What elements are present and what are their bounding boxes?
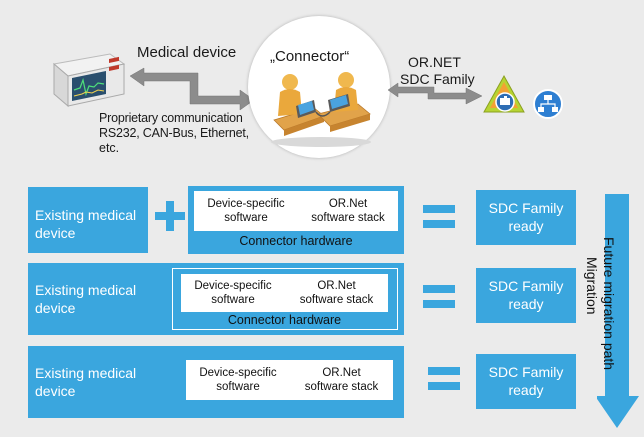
row3-device-line2: device [35, 383, 76, 399]
equals-icon [423, 205, 455, 229]
row2-device-line2: device [35, 300, 76, 316]
row1-result-box: SDC Family ready [476, 190, 576, 245]
migration-label: Migration [584, 257, 600, 315]
plus-icon [155, 201, 185, 231]
future-path-label: Future migration path [601, 237, 617, 371]
row2-left-line1: Device-specific [194, 280, 272, 292]
row2-device-line1: Existing medical [35, 282, 137, 298]
medical-device-label: Medical device [137, 44, 237, 61]
row3-software-box: Device-specific software OR.Net software… [186, 360, 393, 400]
row2-left-line2: software [211, 294, 255, 306]
equals-icon [423, 285, 455, 309]
row2-container-box: Existing medical device Device-specific … [28, 263, 404, 335]
row1-device-line1: Existing medical [35, 207, 137, 223]
connector-label: „Connector“ [270, 48, 350, 65]
row2-connector-outline: Device-specific software OR.Net software… [172, 268, 398, 330]
row3-right-line2: software stack [304, 381, 379, 393]
row2-right-line2: software stack [299, 294, 374, 306]
row3-left-line2: software [216, 381, 260, 393]
row3-right-line1: OR.Net [322, 367, 361, 379]
row2-result-box: SDC Family ready [476, 268, 576, 323]
ornet-network-icon [483, 74, 563, 119]
row1-device-line2: device [35, 225, 76, 241]
row3-result-box: SDC Family ready [476, 354, 576, 409]
row1-left-line2: software [224, 212, 268, 224]
row3-device-line1: Existing medical [35, 365, 137, 381]
proprietary-line2: RS232, CAN-Bus, Ethernet, [99, 126, 249, 140]
device-connector-arrow [129, 67, 255, 111]
row1-result-line1: SDC Family [488, 200, 564, 216]
equals-icon [428, 367, 460, 391]
row1-software-box: Device-specific software OR.Net software… [194, 191, 398, 231]
ornet-line1: OR.NET [408, 54, 461, 70]
row1-right-line1: OR.Net [328, 198, 368, 210]
proprietary-line1: Proprietary communication [99, 111, 243, 125]
row1-right-line2: software stack [311, 212, 385, 224]
row3-result-line1: SDC Family [488, 364, 564, 380]
row1-left-line1: Device-specific [207, 198, 285, 210]
row2-right-line1: OR.Net [317, 280, 356, 292]
row1-result-line2: ready [508, 218, 544, 234]
row2-software-box: Device-specific software OR.Net software… [181, 274, 388, 312]
row3-result-line2: ready [508, 382, 544, 398]
row3-container-box: Existing medical device Device-specific … [28, 346, 404, 418]
migration-arrow [597, 194, 639, 428]
proprietary-line3: etc. [99, 141, 120, 155]
row2-result-line1: SDC Family [488, 278, 564, 294]
patient-monitor-icon [52, 53, 126, 108]
row1-device-box: Existing medical device [28, 187, 148, 253]
row3-left-line1: Device-specific [199, 367, 277, 379]
row2-result-line2: ready [508, 296, 544, 312]
connector-figures-icon [271, 72, 371, 147]
connector-ornet-arrow [387, 82, 483, 105]
row1-connector-box: Device-specific software OR.Net software… [188, 186, 404, 254]
ornet-line2: SDC Family [400, 71, 475, 87]
connector-circle [248, 16, 390, 158]
row1-hardware-label: Connector hardware [239, 234, 353, 248]
row2-hardware-label: Connector hardware [227, 313, 342, 327]
